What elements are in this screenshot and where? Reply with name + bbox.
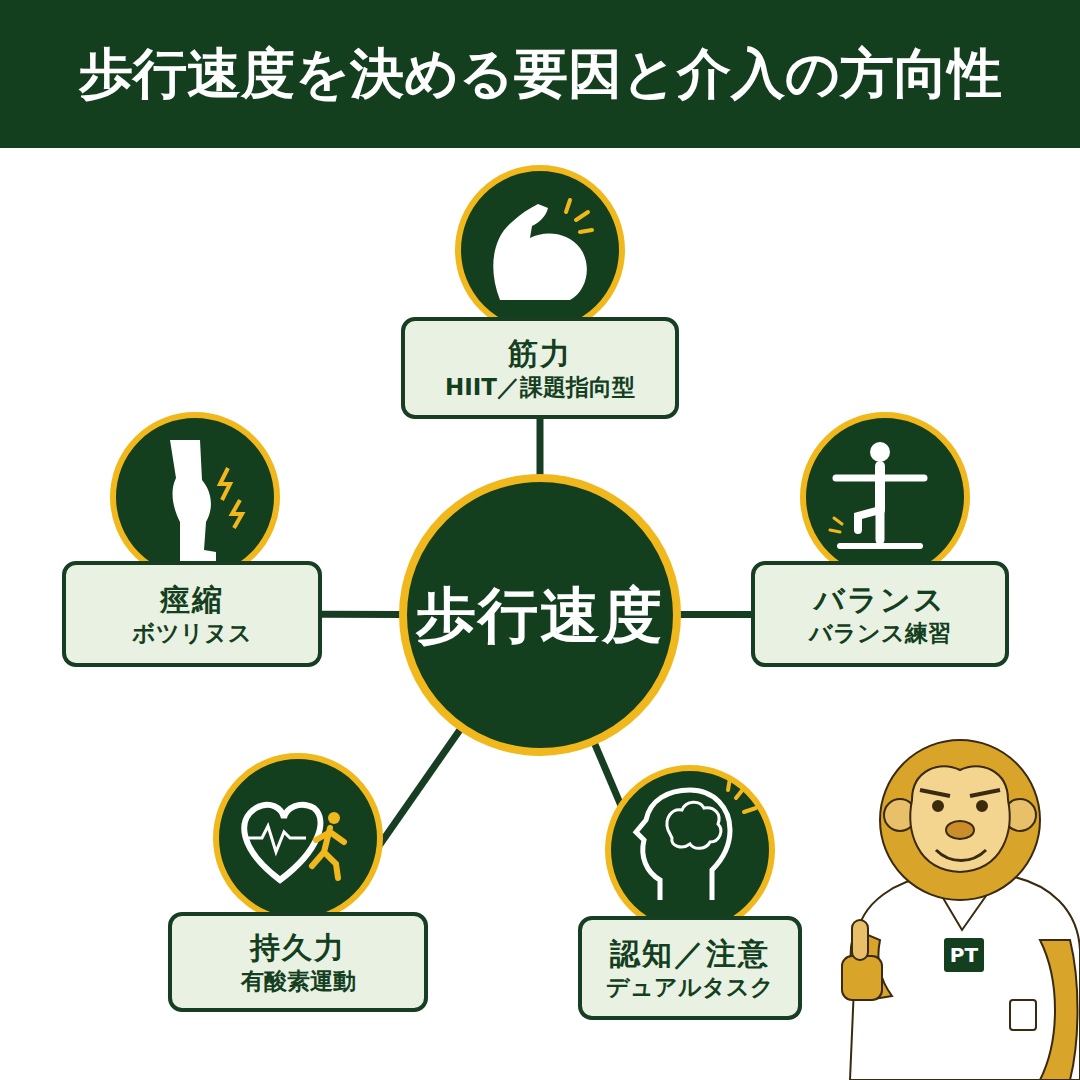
icon-circles [113, 168, 967, 932]
connector-line [322, 611, 402, 618]
intervention-text: デュアルタスク [606, 973, 774, 1003]
intervention-text: HIIT／課題指向型 [445, 373, 635, 403]
factor-box: 痙縮ボツリヌス [62, 561, 322, 667]
connector-line [678, 611, 751, 618]
factor-box: バランスバランス練習 [751, 561, 1009, 667]
leg-icon [170, 440, 242, 562]
factor-box: 持久力有酸素運動 [168, 912, 428, 1012]
factor-box: 認知／注意デュアルタスク [578, 916, 802, 1020]
shirt-badge: PT [944, 938, 984, 972]
head-icon [636, 778, 756, 900]
intervention-text: ボツリヌス [132, 619, 252, 649]
connector-line [537, 419, 544, 477]
factor-heading: バランス [814, 580, 946, 619]
balance-icon [830, 442, 924, 546]
endurance-icon [244, 805, 344, 880]
factor-box: 筋力HIIT／課題指向型 [401, 317, 679, 419]
factor-heading: 筋力 [508, 334, 572, 373]
gorilla-mascot [842, 740, 1080, 1080]
arm-icon [493, 200, 592, 300]
factor-heading: 歩行速度 [416, 576, 664, 654]
intervention-text: バランス練習 [809, 619, 951, 649]
factor-heading: 持久力 [250, 928, 346, 967]
title-text: 歩行速度を決める要因と介入の方向性 [0, 0, 1080, 148]
hub-circle: 歩行速度 [398, 473, 682, 757]
factor-heading: 認知／注意 [610, 934, 770, 973]
intervention-text: 有酸素運動 [241, 967, 356, 997]
badge-label: PT [950, 943, 978, 967]
factor-heading: 痙縮 [160, 580, 224, 619]
title: 歩行速度を決める要因と介入の方向性 [79, 39, 1002, 109]
